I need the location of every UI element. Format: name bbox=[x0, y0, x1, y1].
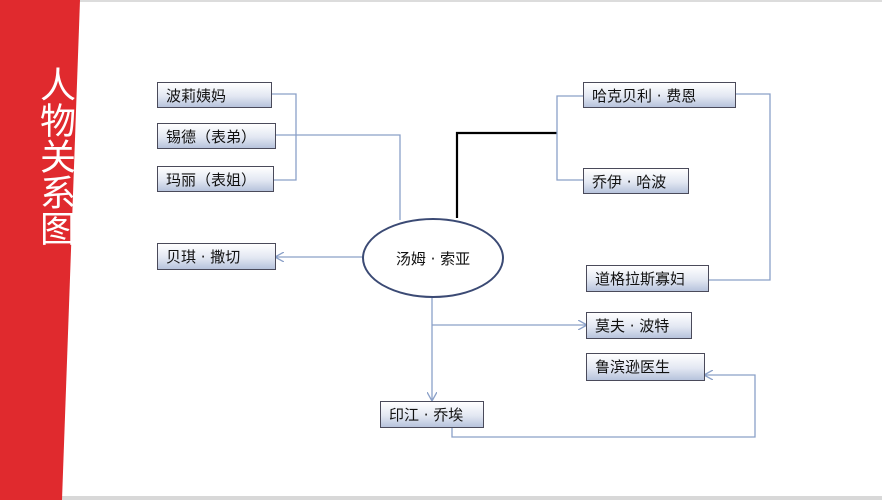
node-huck[interactable]: 哈克贝利 · 费恩 bbox=[583, 82, 736, 108]
top-border bbox=[0, 0, 882, 2]
sidebar-background bbox=[0, 0, 80, 500]
title-sidebar: 人物关系图 bbox=[0, 0, 80, 500]
node-mary[interactable]: 玛丽（表姐） bbox=[157, 166, 274, 192]
node-joe-harper[interactable]: 乔伊 · 哈波 bbox=[583, 168, 689, 194]
huck-douglas-link bbox=[709, 93, 771, 281]
node-sid[interactable]: 锡德（表弟） bbox=[157, 123, 276, 149]
bottom-border bbox=[0, 496, 882, 500]
sid-link bbox=[276, 134, 401, 220]
diagram-title: 人物关系图 bbox=[34, 66, 75, 246]
node-muff[interactable]: 莫夫 · 波特 bbox=[586, 312, 692, 339]
node-robinson[interactable]: 鲁滨逊医生 bbox=[586, 353, 705, 381]
friend-link bbox=[455, 131, 557, 218]
node-becky[interactable]: 贝琪 · 撒切 bbox=[157, 243, 276, 270]
friend-bracket bbox=[556, 95, 583, 181]
family-bracket bbox=[272, 93, 297, 181]
node-tom-sawyer[interactable]: 汤姆 · 索亚 bbox=[362, 218, 504, 298]
node-injun-joe[interactable]: 印江 · 乔埃 bbox=[380, 401, 484, 428]
robinson-link bbox=[451, 375, 756, 438]
node-polly[interactable]: 波莉姨妈 bbox=[157, 82, 272, 108]
node-douglas[interactable]: 道格拉斯寡妇 bbox=[586, 265, 709, 292]
